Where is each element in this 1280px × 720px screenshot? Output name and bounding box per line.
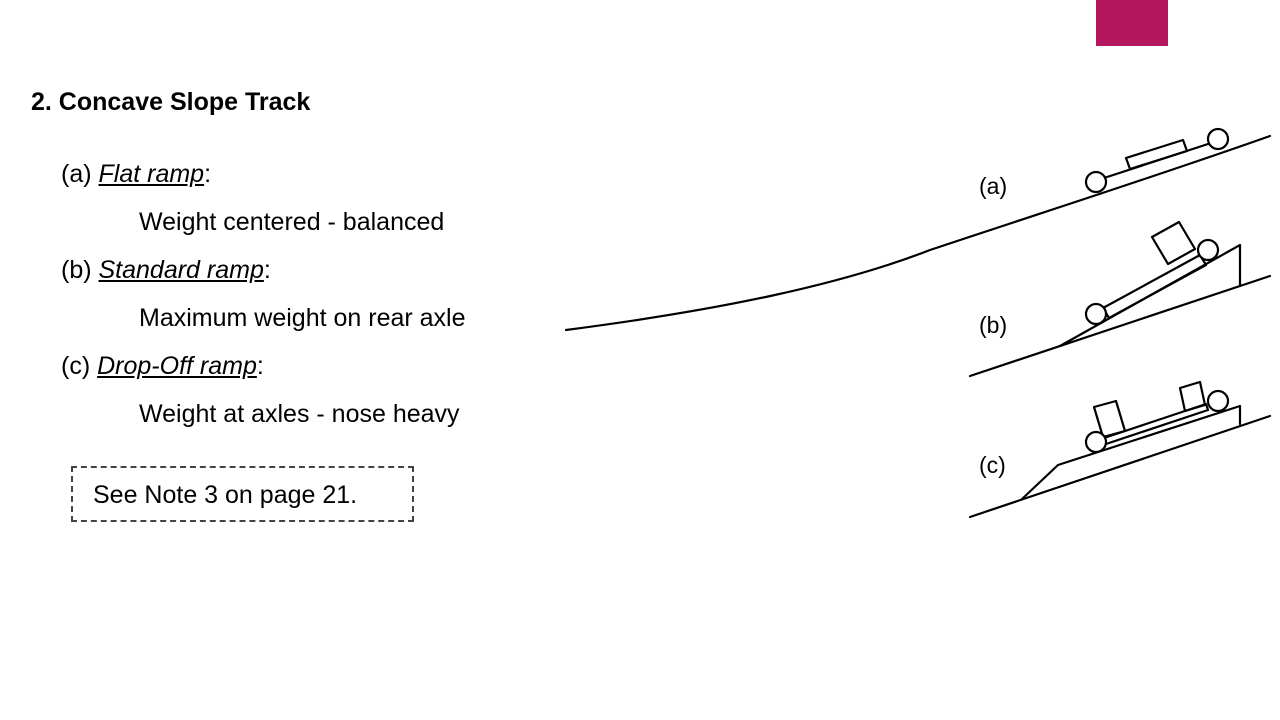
- track-c: [968, 380, 1272, 519]
- item-b-label: (b) Standard ramp:: [61, 256, 271, 285]
- item-a-description: Weight centered - balanced: [139, 208, 445, 236]
- item-a-label: (a) Flat ramp:: [61, 160, 211, 189]
- item-a-marker: (a): [61, 160, 99, 188]
- item-a-name: Flat ramp: [98, 160, 205, 188]
- track-c-slope: [968, 414, 1272, 519]
- item-b-description: Maximum weight on rear axle: [139, 304, 466, 332]
- car-c-rear-weight: [1092, 399, 1127, 439]
- ramp-c-wedge: [1020, 404, 1242, 501]
- car-a-rear-wheel: [1084, 170, 1108, 194]
- car-b-front-wheel: [1196, 238, 1220, 262]
- accent-block: [1096, 0, 1168, 46]
- note-text: See Note 3 on page 21.: [93, 481, 358, 509]
- item-b-name: Standard ramp: [98, 256, 264, 284]
- diagram-label-a: (a): [979, 173, 1007, 199]
- item-b-marker: (b): [61, 256, 99, 284]
- concave-slope-track: [564, 134, 1272, 332]
- car-b-weight: [1150, 220, 1197, 266]
- car-b-chassis: [1101, 253, 1208, 320]
- track-b-slope: [968, 274, 1272, 378]
- car-b-rear-wheel: [1084, 302, 1108, 326]
- car-c-front-wheel: [1206, 389, 1230, 413]
- item-c-name: Drop-Off ramp: [97, 352, 257, 380]
- car-a-weight: [1124, 138, 1189, 171]
- note-box: See Note 3 on page 21.: [71, 466, 414, 522]
- item-c-suffix: :: [256, 352, 264, 380]
- diagram-label-b: (b): [979, 312, 1007, 338]
- item-a-suffix: :: [204, 160, 212, 188]
- item-b-suffix: :: [263, 256, 271, 284]
- car-a-front-wheel: [1206, 127, 1230, 151]
- car-c-front-weight: [1178, 380, 1207, 413]
- item-c-label: (c) Drop-Off ramp:: [61, 352, 264, 381]
- item-c-description: Weight at axles - nose heavy: [139, 400, 460, 428]
- car-a: [1084, 127, 1230, 194]
- section-heading: 2. Concave Slope Track: [31, 88, 311, 116]
- car-c-rear-wheel: [1084, 430, 1108, 454]
- item-c-marker: (c): [61, 352, 98, 380]
- diagram-label-c: (c): [979, 452, 1006, 478]
- track-b: [968, 220, 1272, 378]
